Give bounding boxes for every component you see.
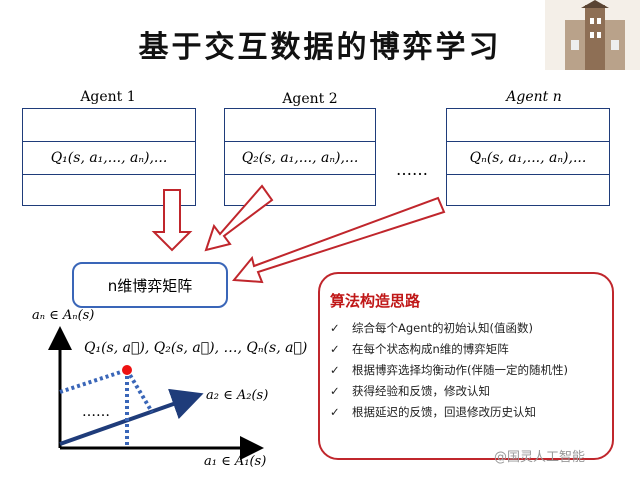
point-label: Q₁(s, a⃗), Q₂(s, a⃗), …, Qₙ(s, a⃗) xyxy=(84,340,308,356)
list-item: ✓ 在每个状态构成n维的博弈矩阵 xyxy=(330,339,605,360)
list-item: ✓ 获得经验和反馈，修改认知 xyxy=(330,381,605,402)
plot-dots: …… xyxy=(82,404,110,420)
game-matrix-box: n维博弈矩阵 xyxy=(72,262,228,308)
x2-axis-label: a₂ ∈ A₂(s) xyxy=(206,388,269,403)
watermark: @国灵人工智能 xyxy=(494,450,586,465)
agent-2-box: Q₂(s, a₁,..., aₙ),... xyxy=(224,108,376,206)
dotted-line xyxy=(59,368,128,394)
check-icon: ✓ xyxy=(330,342,340,356)
dotted-line xyxy=(125,368,154,414)
agent-1-q-row: Q₁(s, a₁,..., aₙ),... xyxy=(23,141,195,175)
list-item: ✓ 综合每个Agent的初始认知(值函数) xyxy=(330,318,605,339)
agent-2-label: Agent 2 xyxy=(282,91,338,107)
agent-n-q-row: Qₙ(s, a₁,..., aₙ),... xyxy=(447,141,609,175)
agent-1-label: Agent 1 xyxy=(80,89,136,105)
y-axis-label: aₙ ∈ Aₙ(s) xyxy=(32,308,95,323)
algorithm-idea-list: ✓ 综合每个Agent的初始认知(值函数) ✓ 在每个状态构成n维的博弈矩阵 ✓… xyxy=(330,318,605,423)
list-item: ✓ 根据延迟的反馈，回退修改历史认知 xyxy=(330,402,605,423)
list-item: ✓ 根据博弈选择均衡动作(伴随一定的随机性) xyxy=(330,360,605,381)
check-icon: ✓ xyxy=(330,405,340,419)
agent-n-box: Qₙ(s, a₁,..., aₙ),... xyxy=(446,108,610,206)
check-icon: ✓ xyxy=(330,321,340,335)
arrow-agent1-icon xyxy=(151,189,193,252)
building-image xyxy=(545,0,640,70)
algorithm-idea-title: 算法构造思路 xyxy=(330,292,421,310)
arrow-agentn-icon xyxy=(232,196,446,284)
page-title: 基于交互数据的博弈学习 xyxy=(138,30,502,65)
equilibrium-point xyxy=(122,365,132,375)
algorithm-idea-box xyxy=(318,272,614,460)
check-icon: ✓ xyxy=(330,384,340,398)
agents-ellipsis: …… xyxy=(396,160,428,179)
agent-2-q-row: Q₂(s, a₁,..., aₙ),... xyxy=(225,141,375,175)
arrow-agent2-icon xyxy=(204,184,274,252)
x1-axis-label: a₁ ∈ A₁(s) xyxy=(204,454,267,469)
check-icon: ✓ xyxy=(330,363,340,377)
agent-n-label: Agent n xyxy=(506,89,562,105)
